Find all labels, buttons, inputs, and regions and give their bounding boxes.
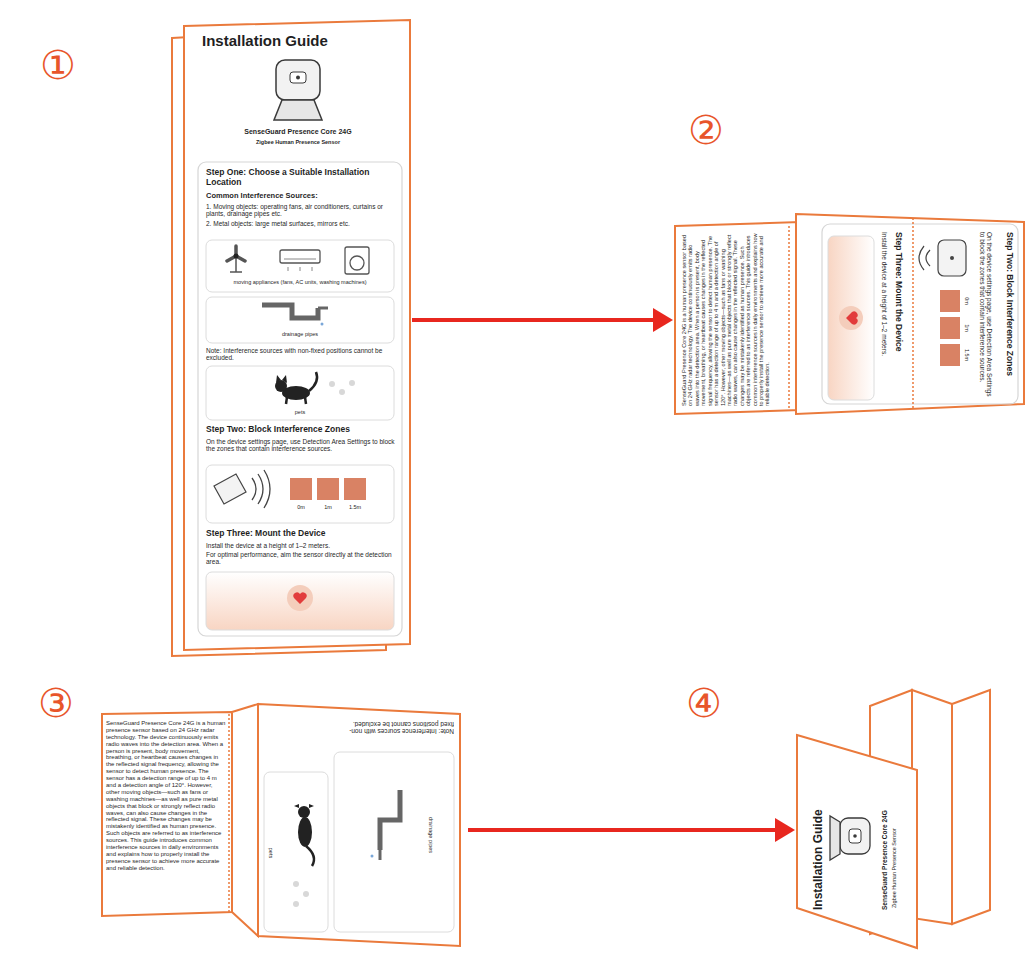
leaflet-folded: SenseGuard Presence Core 24G is a human … (100, 706, 462, 948)
leaflet-text: pets (268, 838, 274, 868)
callout-number: ② (688, 110, 724, 150)
leaflet-text: drainage pipes (428, 800, 434, 870)
leaflet-cover: Installation Guide SenseGuard Presence Co… (797, 735, 917, 948)
callout-number: ③ (38, 683, 74, 723)
leaflet-text: Install the device at a height of 1–2 me… (206, 542, 396, 549)
callout-number: ④ (686, 683, 722, 723)
leaflet-text: For optimal performance, aim the sensor … (206, 551, 396, 566)
icon-card: pets (206, 366, 394, 420)
icon-card: moving appliances (fans, AC units, washi… (206, 240, 394, 292)
leaflet-heading: Installation Guide (202, 32, 402, 49)
leaflet-text: drainage pipes (210, 331, 390, 337)
leaflet-heading: Step Two: Block Interference Zones (206, 425, 396, 435)
leaflet-heading: Zigbee Human Presence Sensor (200, 139, 396, 145)
leaflet-text: moving appliances (fans, AC units, washi… (210, 279, 390, 285)
leaflet-text: Install the device at a height of 1–2 me… (881, 232, 888, 392)
leaflet-heading: Step One: Choose a Suitable Installation… (206, 168, 396, 188)
leaflet-text: SenseGuard Presence Core 24G is a human … (681, 230, 771, 406)
leaflet-text: pets (210, 409, 390, 415)
leaflet-text: 1.5m (964, 344, 970, 366)
leaflet-text: 1. Moving objects: operating fans, air c… (206, 203, 396, 218)
leaflet-heading: Step Three: Mount the Device (206, 529, 396, 539)
icon-card: drainage pipes (206, 297, 394, 343)
leaflet-heading: Installation Guide (812, 785, 826, 910)
leaflet-page: Installation GuideSenseGuard Presence Co… (190, 26, 406, 641)
leaflet-heading: Step Three: Mount the Device (893, 232, 903, 392)
leaflet-text: SenseGuard Presence Core 24G is a human … (106, 720, 226, 872)
callout-number: ① (40, 45, 76, 85)
leaflet-text: 0m (288, 504, 314, 510)
leaflet-heading: Step Two: Block Interference Zones (1004, 232, 1014, 400)
zone-card: 0m1m1.5m (206, 465, 394, 523)
leaflet-heading: SenseGuard Presence Core 24G (200, 128, 396, 136)
leaflet-text: 2. Metal objects: large metal surfaces, … (206, 220, 396, 227)
info-card: Step One: Choose a Suitable Installation… (198, 162, 402, 636)
leaflet-text: On the device settings page, use Detecti… (206, 438, 396, 453)
leaflet-text: Note: Interference sources with non-fixe… (206, 347, 396, 362)
leaflet-text: Note: Interference sources with non-fixe… (338, 720, 454, 735)
flow-arrow (468, 818, 795, 842)
leaflet-heading: SenseGuard Presence Core 24G (881, 798, 888, 910)
leaflet-folded: SenseGuard Presence Core 24G is a human … (675, 214, 1025, 414)
flow-arrow (412, 308, 673, 332)
leaflet-text: 1m (315, 504, 341, 510)
leaflet-text: Zigbee Human Presence Sensor (891, 808, 897, 908)
leaflet-text: On the device settings page, use Detecti… (978, 232, 993, 400)
leaflet-heading: Common Interference Sources: (206, 192, 396, 201)
leaflet-text: 0m (964, 290, 970, 312)
leaflet-text: 1.5m (342, 504, 368, 510)
leaflet-text: 1m (964, 317, 970, 339)
